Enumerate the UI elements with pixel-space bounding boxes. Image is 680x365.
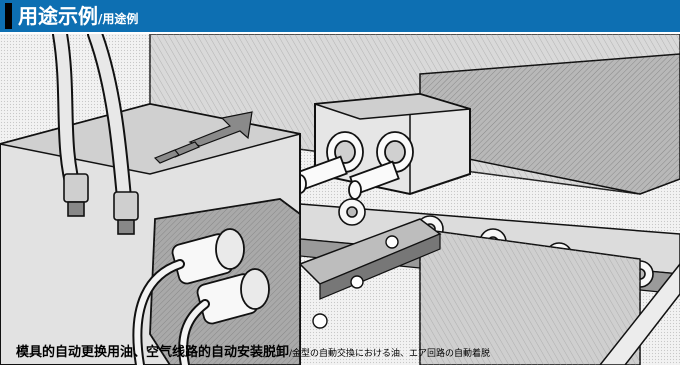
section-header: 用途示例/用途例 — [0, 0, 680, 32]
section-title: 用途示例/用途例 — [18, 3, 138, 29]
caption-main: 模具的自动更换用油、空气线路的自动安装脱卸 — [16, 345, 290, 360]
section-title-main: 用途示例 — [18, 4, 98, 28]
caption-sub: /金型の自動交換における油、エア回路の自動着脱 — [289, 349, 491, 359]
header-marker — [5, 3, 12, 29]
mold-exchange-illustration — [0, 34, 680, 365]
section-title-sub: /用途例 — [98, 12, 139, 26]
caption: 模具的自动更换用油、空气线路的自动安装脱卸/金型の自動交換における油、エア回路の… — [16, 343, 490, 362]
